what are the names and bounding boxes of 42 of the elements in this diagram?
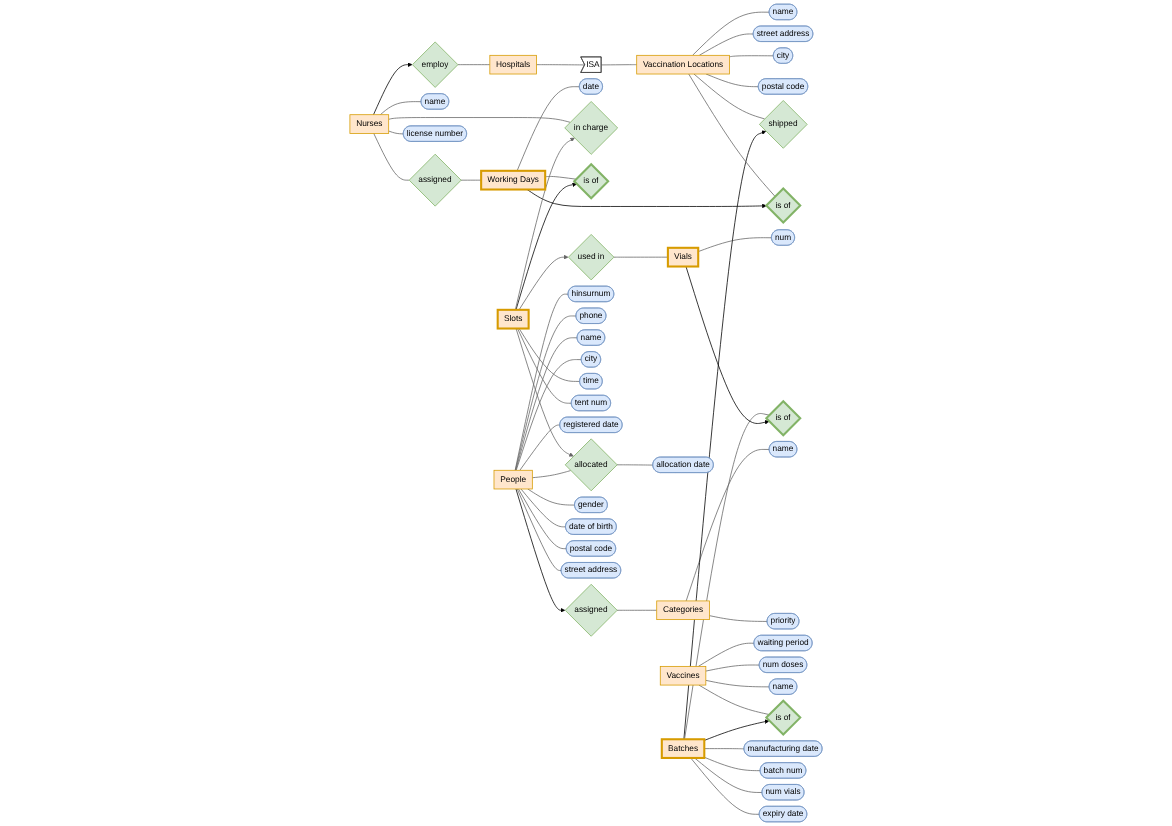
connector <box>616 609 658 611</box>
connector <box>688 73 776 197</box>
connector <box>519 424 561 471</box>
connector <box>527 488 576 506</box>
connector <box>457 64 491 66</box>
connector <box>697 237 773 252</box>
connector <box>705 679 770 688</box>
connector <box>690 757 760 815</box>
connector <box>460 179 482 181</box>
connector <box>698 684 770 715</box>
connector <box>536 64 586 66</box>
connector <box>616 464 654 466</box>
connector <box>379 101 422 116</box>
connector <box>694 757 763 793</box>
connector <box>516 488 562 571</box>
connector <box>388 130 404 135</box>
connector <box>692 11 770 56</box>
connector <box>693 73 765 120</box>
connector <box>388 117 571 123</box>
connector <box>515 337 578 471</box>
connector <box>373 133 410 181</box>
connector <box>703 748 745 750</box>
connector <box>613 256 669 258</box>
connector <box>514 293 569 471</box>
connector <box>544 176 577 180</box>
connector <box>703 756 761 772</box>
connector <box>518 328 581 382</box>
connector <box>709 615 768 622</box>
connector <box>705 664 760 672</box>
connector <box>601 64 638 66</box>
connector <box>515 315 577 471</box>
connector <box>516 86 580 172</box>
connector <box>515 359 582 471</box>
connector <box>517 328 572 404</box>
connector <box>698 33 754 56</box>
connector <box>705 73 759 88</box>
connector <box>520 488 567 528</box>
connector <box>531 470 572 479</box>
connector <box>685 449 770 602</box>
connector <box>729 55 774 58</box>
connector <box>518 488 567 550</box>
connector <box>698 642 755 667</box>
